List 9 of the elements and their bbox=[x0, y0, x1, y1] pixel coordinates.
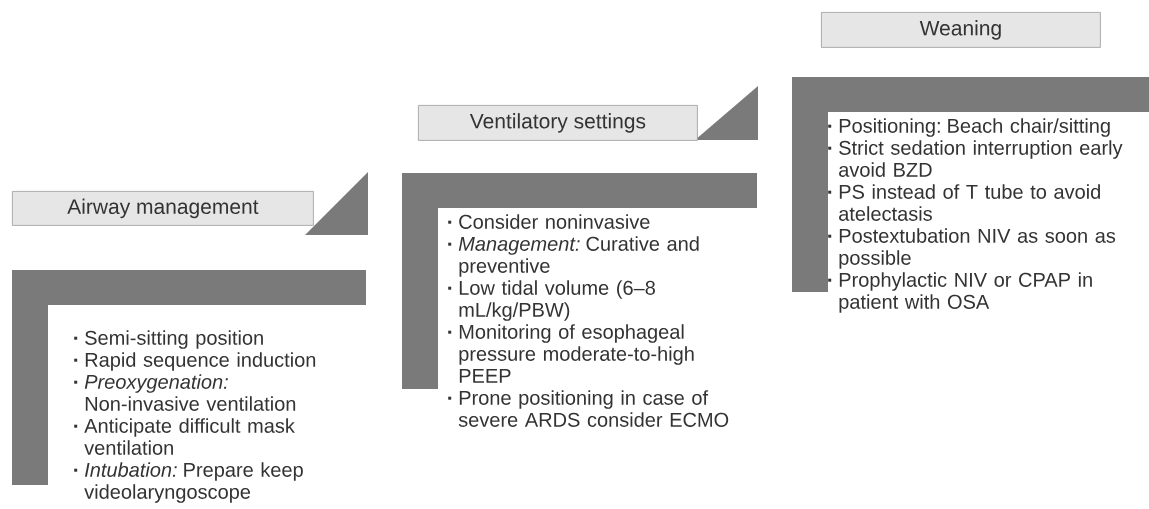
bracket-panel: Consider noninvasive Management: Curative and preventive Low tidal volume (6–8 mL/kg/PBW) Monitoring of esophageal pressure moderate-to-high PEEP Prone positioning in case of severe ARDS consider ECMO bbox=[402, 173, 757, 427]
stage-header-box: Weaning bbox=[821, 12, 1101, 48]
stage-header-box: Ventilatory settings bbox=[418, 105, 698, 141]
node-label: Prone positioning in case of severe ARDS consider ECMO bbox=[458, 390, 729, 427]
bracket-panel: Semi-sitting position Rapid sequence induction Preoxygenation: Non-invasive ventilation Anticipate difficult mask ventilation Intubation: Prepare keep videolaryngoscope bbox=[12, 270, 366, 503]
stage-header-box: Airway management bbox=[12, 191, 314, 226]
node-label: videolaryngoscope bbox=[84, 484, 251, 503]
bracket-panel: Positioning: Beach chair/sitting Strict sedation interruption early avoid BZD PS instead of T tube to avoid atelectasis Postextubation NIV as soon as possible Prophylactic NIV or CPAP in patient with OSA bbox=[792, 77, 1149, 313]
node-label: patient with OSA bbox=[839, 294, 990, 313]
